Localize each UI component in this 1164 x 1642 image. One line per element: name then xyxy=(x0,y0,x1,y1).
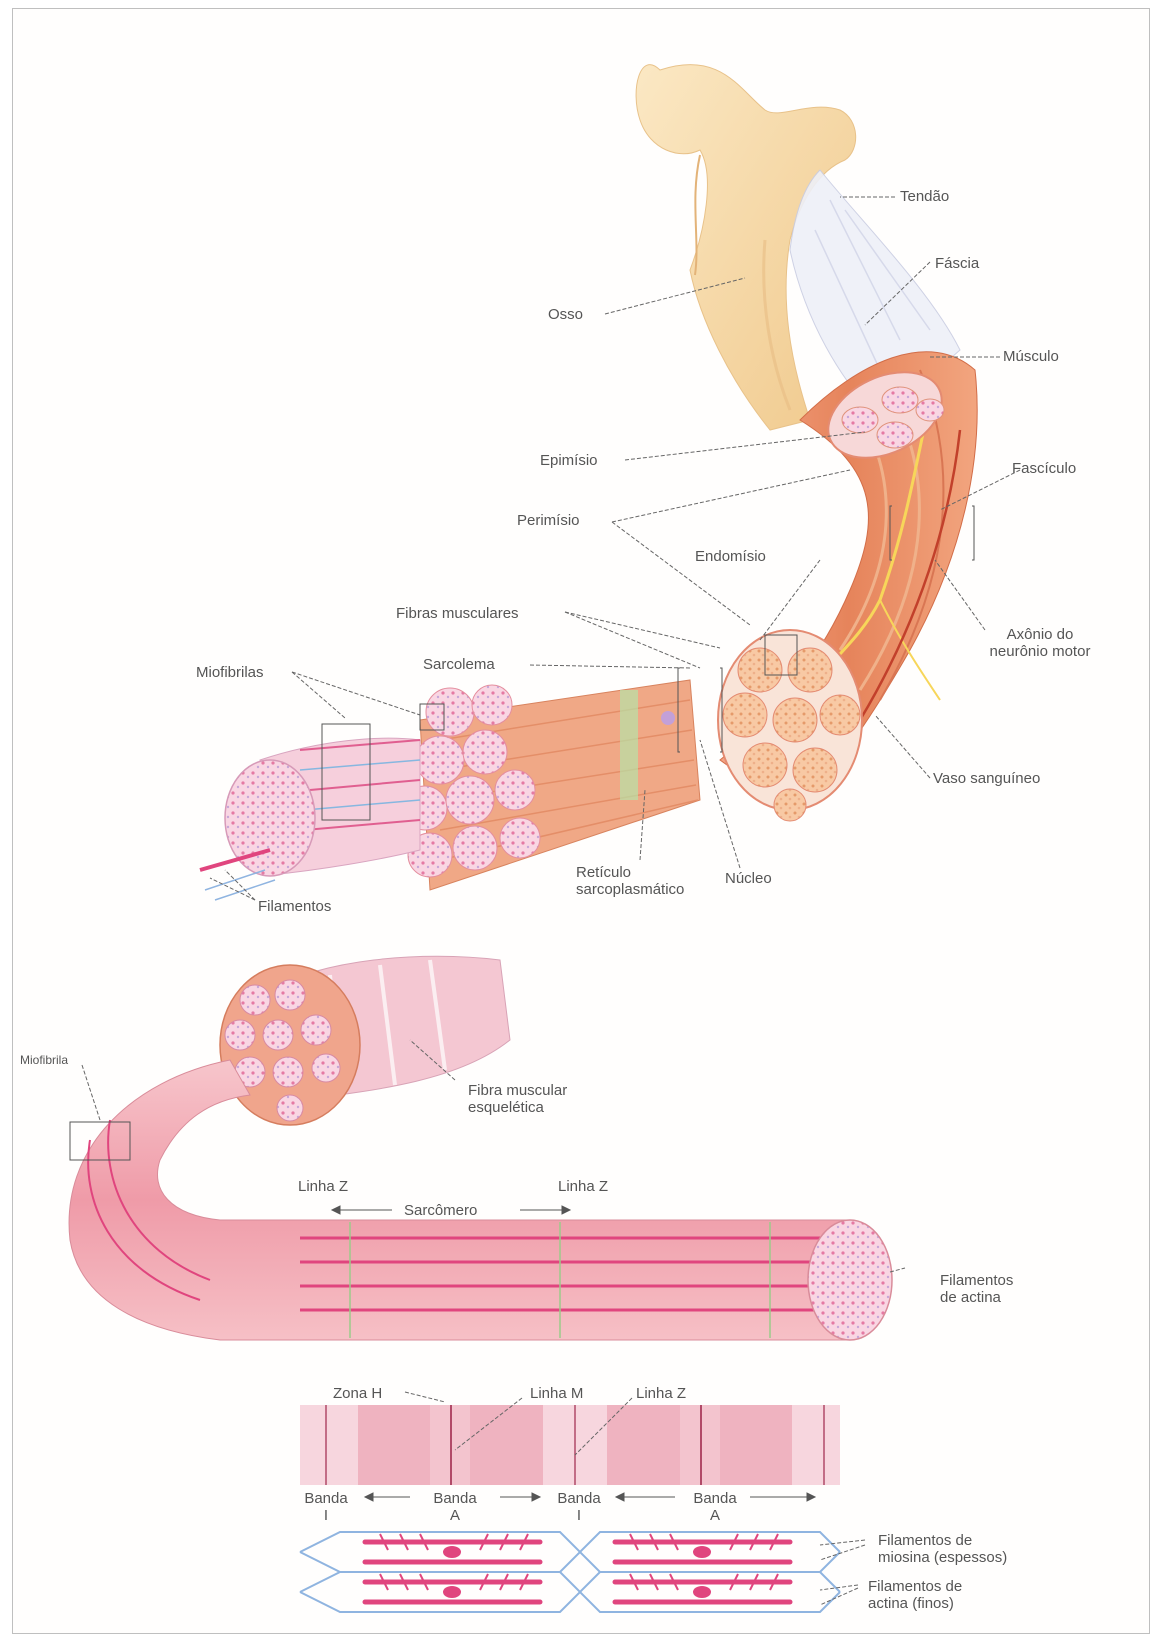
label-skeletal-fiber: Fibra muscular esquelética xyxy=(468,1082,567,1116)
label-motor-axon-line2: neurônio motor xyxy=(980,643,1100,660)
label-myofibril: Miofibrila xyxy=(20,1052,68,1069)
label-sr-line1: Retículo xyxy=(576,864,684,881)
label-actin-thin-filaments: Filamentos de actina (finos) xyxy=(868,1578,962,1612)
label-fascicle: Fascículo xyxy=(1012,460,1076,477)
label-band-a-left: Banda A xyxy=(415,1490,495,1524)
label-actin-filaments-line2: de actina xyxy=(940,1289,1013,1306)
label-motor-axon: Axônio do neurônio motor xyxy=(980,626,1100,660)
label-z-line-band: Linha Z xyxy=(636,1385,686,1402)
label-muscle: Músculo xyxy=(1003,348,1059,365)
label-sarcoplasmic-reticulum: Retículo sarcoplasmático xyxy=(576,864,684,898)
label-sarcomere: Sarcômero xyxy=(404,1202,477,1219)
label-m-line: Linha M xyxy=(530,1385,583,1402)
filament-lattice xyxy=(300,1532,840,1612)
label-tendon: Tendão xyxy=(900,188,949,205)
label-fascia: Fáscia xyxy=(935,255,979,272)
label-myosin-filaments: Filamentos de miosina (espessos) xyxy=(878,1532,1007,1566)
label-myosin-line2: miosina (espessos) xyxy=(878,1549,1007,1566)
label-blood-vessel: Vaso sanguíneo xyxy=(933,770,1040,787)
fascicle-cross-section xyxy=(718,630,862,821)
label-band-i-left: Banda I xyxy=(296,1490,356,1524)
label-sarcolemma: Sarcolema xyxy=(423,656,495,673)
label-band-i-left-letter: I xyxy=(296,1507,356,1524)
label-actin-filaments-line1: Filamentos xyxy=(940,1272,1013,1289)
label-actin-filaments: Filamentos de actina xyxy=(940,1272,1013,1306)
label-band-i-mid-letter: I xyxy=(546,1507,612,1524)
label-band-a-left-word: Banda xyxy=(415,1490,495,1507)
label-epimysium: Epimísio xyxy=(540,452,598,469)
label-myofibrils: Miofibrilas xyxy=(196,664,264,681)
label-myosin-line1: Filamentos de xyxy=(878,1532,1007,1549)
label-endomysium: Endomísio xyxy=(695,548,766,565)
label-actin-thin-line2: actina (finos) xyxy=(868,1595,962,1612)
label-band-i-mid-word: Banda xyxy=(546,1490,612,1507)
sarcomere-band-strip xyxy=(300,1405,840,1485)
label-h-zone: Zona H xyxy=(333,1385,382,1402)
label-band-a-right: Banda A xyxy=(675,1490,755,1524)
label-band-a-left-letter: A xyxy=(415,1507,495,1524)
label-perimysium: Perimísio xyxy=(517,512,580,529)
label-skeletal-fiber-line2: esquelética xyxy=(468,1099,567,1116)
label-z-line-left: Linha Z xyxy=(298,1178,348,1195)
label-actin-thin-line1: Filamentos de xyxy=(868,1578,962,1595)
label-nucleus: Núcleo xyxy=(725,870,772,887)
label-skeletal-fiber-line1: Fibra muscular xyxy=(468,1082,567,1099)
fiber-bundle xyxy=(403,680,700,890)
label-muscle-fibers: Fibras musculares xyxy=(396,605,519,622)
label-motor-axon-line1: Axônio do xyxy=(980,626,1100,643)
skeletal-muscle-fiber xyxy=(220,956,510,1125)
label-band-i-left-word: Banda xyxy=(296,1490,356,1507)
label-band-a-right-word: Banda xyxy=(675,1490,755,1507)
label-band-i-mid: Banda I xyxy=(546,1490,612,1524)
label-filaments: Filamentos xyxy=(258,898,331,915)
label-bone: Osso xyxy=(548,306,583,323)
label-z-line-right: Linha Z xyxy=(558,1178,608,1195)
label-sr-line2: sarcoplasmático xyxy=(576,881,684,898)
label-band-a-right-letter: A xyxy=(675,1507,755,1524)
myofibril-bundle-left xyxy=(200,738,420,900)
